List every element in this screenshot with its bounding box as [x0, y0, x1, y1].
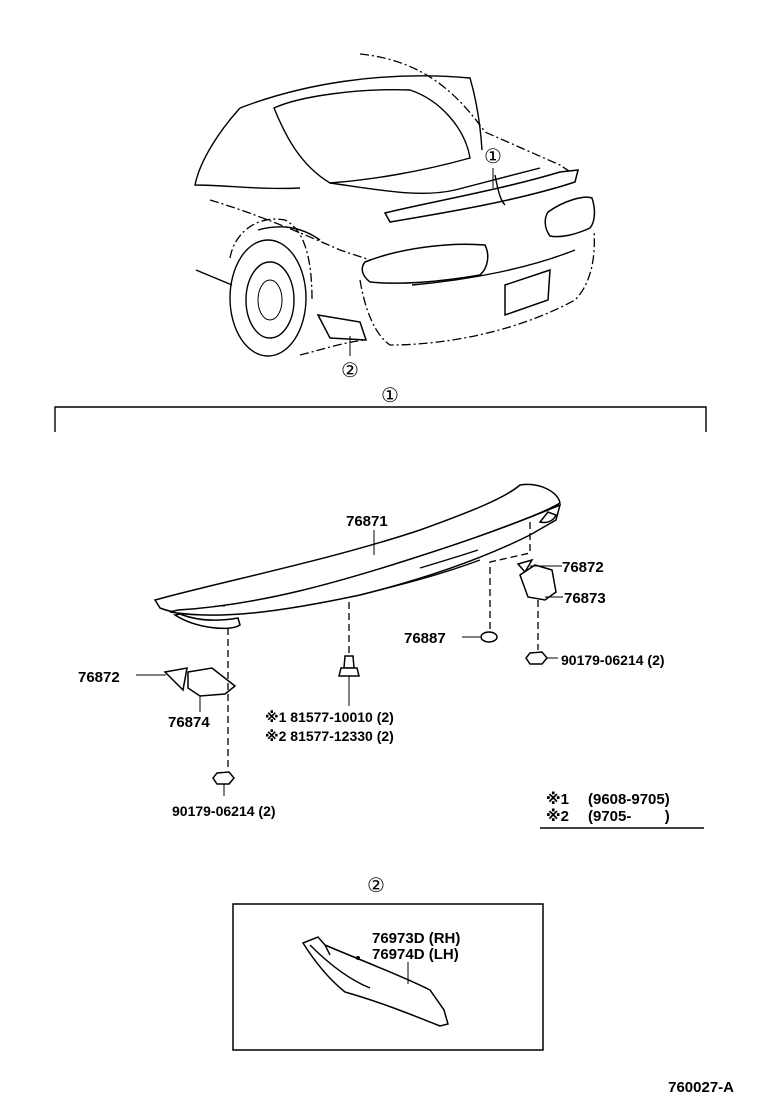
group-1-bracket: [54, 406, 707, 432]
callout-1-car-label: ①: [484, 146, 502, 168]
rear-spoiler-drawing: [153, 483, 562, 630]
legend-row1-range: (9608-9705): [588, 791, 670, 808]
legend-row2-mark: ※2: [546, 807, 569, 825]
legend-row1-mark: ※1: [546, 790, 569, 808]
callout-1-car: ①: [484, 146, 502, 168]
date-legend: ※1 (9608-9705) ※2 (9705- ): [540, 790, 704, 829]
callout-2-car-label: ②: [341, 360, 359, 382]
legend-row2-range: (9705- ): [588, 808, 670, 825]
figure-id: 760027-A: [668, 1079, 734, 1096]
clip-drawing: [338, 602, 360, 706]
part-76974d-label: 76974D (LH): [372, 946, 459, 963]
mud-guard-drawing: [301, 936, 449, 1027]
mud-guard-hole: [356, 956, 360, 960]
part-clip2-label: ※2 81577-12330 (2): [265, 728, 394, 744]
part-76871-label: 76871: [346, 513, 388, 530]
right-bracket-drawing: [462, 522, 563, 665]
part-76872-left-label: 76872: [78, 669, 120, 686]
group-2-box: [232, 903, 544, 1051]
part-90179-left-label: 90179-06214 (2): [172, 803, 276, 819]
left-bracket-drawing: [136, 628, 237, 796]
part-76873-label: 76873: [564, 590, 606, 607]
part-76973d-label: 76973D (RH): [372, 930, 460, 947]
part-clip1-label: ※1 81577-10010 (2): [265, 709, 394, 725]
group-1-callout: ①: [381, 385, 399, 407]
car-rear-view-drawing: [194, 53, 596, 357]
group-2-callout: ②: [367, 875, 385, 897]
part-90179-right-label: 90179-06214 (2): [561, 652, 665, 668]
part-76874-label: 76874: [168, 714, 210, 731]
part-76887-label: 76887: [404, 630, 446, 647]
part-76872-upper-label: 76872: [562, 559, 604, 576]
callout-2-car: ②: [341, 360, 359, 382]
